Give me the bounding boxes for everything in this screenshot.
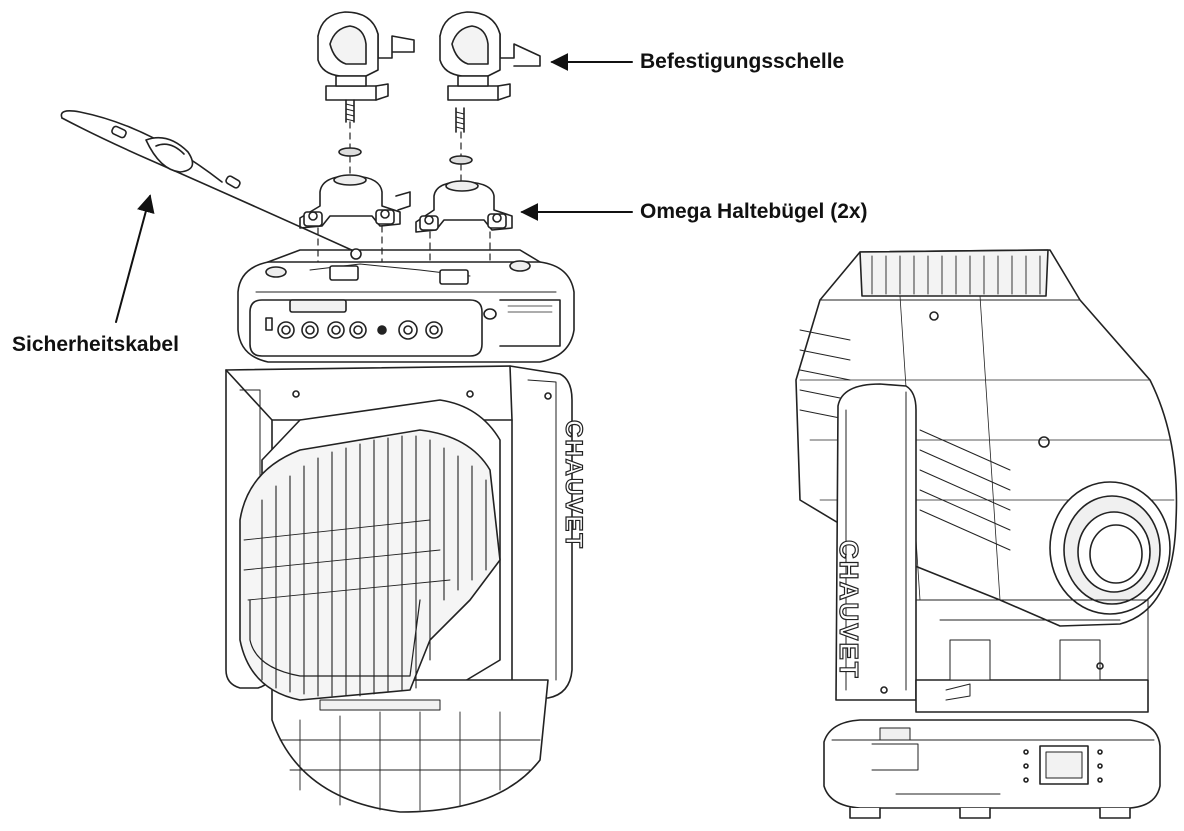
brand-label-right-yoke: CHAUVET: [834, 540, 864, 680]
brand-label-left-yoke: CHAUVET: [560, 420, 587, 550]
right-fixture-base: [823, 719, 1161, 819]
washer-2: [449, 155, 473, 165]
mounting-clamp-2: [439, 11, 541, 133]
callout-safety-cable: Sicherheitskabel: [12, 333, 179, 356]
omega-bracket-2: [415, 180, 513, 233]
arrow-safety: [115, 194, 155, 323]
left-fixture-base: [237, 248, 575, 363]
omega-bracket-1: [299, 174, 411, 229]
left-fixture-head: [239, 399, 549, 813]
washer-1: [338, 147, 362, 157]
safety-cable: [60, 110, 357, 253]
right-fixture-yoke: [835, 383, 1149, 713]
mounting-clamp-1: [317, 11, 415, 123]
callout-mounting-clamp: Befestigungsschelle: [640, 50, 845, 73]
callout-omega-bracket: Omega Haltebügel (2x): [640, 200, 868, 223]
